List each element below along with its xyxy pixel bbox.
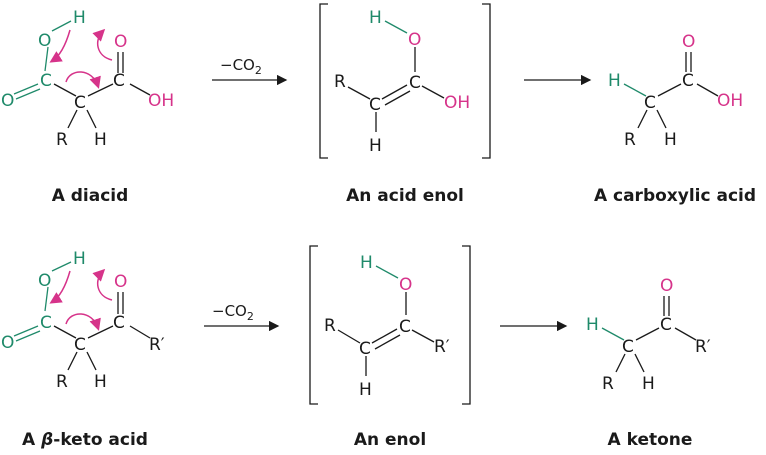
caption-acid-enol: An acid enol bbox=[346, 186, 464, 206]
acid-enol-h-bottom: H bbox=[369, 136, 382, 156]
carboxylic-acid-h: H bbox=[608, 71, 621, 91]
diacid-o-acid: O bbox=[114, 32, 127, 52]
caption-keto-acid: A β-keto acid bbox=[22, 430, 148, 450]
diacid-r: R bbox=[56, 130, 68, 150]
acid-enol-oh: OH bbox=[444, 93, 470, 113]
keto-acid-structure: O H O C C C O R′ R H bbox=[1, 249, 165, 392]
carboxylic-acid-structure: H C C O OH R H bbox=[608, 32, 743, 150]
curly-arrow-oh-to-o-2 bbox=[49, 270, 71, 304]
keto-acid-o-keto: O bbox=[114, 272, 127, 292]
keto-acid-c-alpha: C bbox=[74, 335, 86, 355]
keto-acid-o-carbonyl: O bbox=[1, 333, 14, 353]
diacid-h-alpha: H bbox=[94, 130, 107, 150]
curly-arrow-o-to-h-2 bbox=[92, 268, 113, 301]
enol-structure: H O C C R R′ H bbox=[309, 245, 471, 405]
keto-acid-c-carboxyl: C bbox=[40, 313, 52, 333]
carboxylic-acid-c: C bbox=[682, 71, 694, 91]
diacid-c-acid: C bbox=[113, 71, 125, 91]
curly-arrow-cc-bond-2 bbox=[65, 313, 101, 331]
decarboxylation-arrow-1: −CO2 bbox=[212, 56, 288, 86]
acid-enol-c: C bbox=[369, 95, 381, 115]
ketone-o: O bbox=[660, 276, 673, 296]
ketone-c-alpha: C bbox=[622, 337, 634, 357]
enol-rp: R′ bbox=[434, 337, 450, 357]
diacid-c-carboxyl: C bbox=[40, 71, 52, 91]
ketone-h-bottom: H bbox=[642, 374, 655, 394]
acid-enol-r: R bbox=[334, 72, 346, 92]
caption-diacid: A diacid bbox=[52, 186, 129, 206]
caption-carboxylic-acid: A carboxylic acid bbox=[594, 186, 756, 206]
keto-acid-h-alpha: H bbox=[94, 372, 107, 392]
enol-h-bottom: H bbox=[359, 380, 372, 400]
acid-enol-structure: H O C C R OH H bbox=[319, 3, 491, 159]
carboxylic-acid-r: R bbox=[624, 130, 636, 150]
ketone-rp: R′ bbox=[695, 337, 711, 357]
carboxylic-acid-oh: OH bbox=[717, 91, 743, 111]
ketone-structure: H C C O R′ R H bbox=[586, 276, 711, 394]
curly-arrow-oh-to-o bbox=[49, 29, 71, 63]
diacid-structure: O H O C C C O OH R H bbox=[1, 8, 174, 150]
acid-enol-h: H bbox=[369, 8, 382, 28]
ketone-h: H bbox=[586, 315, 599, 335]
ketone-c: C bbox=[660, 315, 672, 335]
decarboxylation-arrow-2: −CO2 bbox=[204, 302, 280, 332]
diacid-oh: OH bbox=[148, 91, 174, 111]
diacid-c-alpha: C bbox=[74, 93, 86, 113]
enol-o: O bbox=[399, 275, 412, 295]
keto-acid-c-keto: C bbox=[113, 313, 125, 333]
carboxylic-acid-h-bottom: H bbox=[664, 130, 677, 150]
caption-enol: An enol bbox=[354, 430, 426, 450]
carboxylic-acid-o: O bbox=[682, 32, 695, 52]
curly-arrow-o-to-h bbox=[92, 28, 113, 61]
diacid-o-hydroxyl: O bbox=[38, 31, 51, 51]
enol-r: R bbox=[324, 316, 336, 336]
reagent-label-2: −CO2 bbox=[212, 302, 254, 323]
enol-h: H bbox=[360, 253, 373, 273]
caption-ketone: A ketone bbox=[608, 430, 693, 450]
reagent-label-1: −CO2 bbox=[220, 56, 262, 77]
ketone-r: R bbox=[602, 374, 614, 394]
diacid-o-carbonyl: O bbox=[1, 91, 14, 111]
acid-enol-o: O bbox=[408, 30, 421, 50]
keto-acid-h: H bbox=[73, 249, 86, 269]
enol-c-oh: C bbox=[399, 317, 411, 337]
enol-c: C bbox=[359, 339, 371, 359]
keto-acid-rp: R′ bbox=[149, 335, 165, 355]
diacid-h: H bbox=[73, 8, 86, 28]
keto-acid-o-hydroxyl: O bbox=[38, 271, 51, 291]
keto-acid-r: R bbox=[56, 372, 68, 392]
acid-enol-c-oh: C bbox=[409, 73, 421, 93]
carboxylic-acid-c-alpha: C bbox=[644, 93, 656, 113]
curly-arrow-cc-bond bbox=[65, 71, 101, 89]
